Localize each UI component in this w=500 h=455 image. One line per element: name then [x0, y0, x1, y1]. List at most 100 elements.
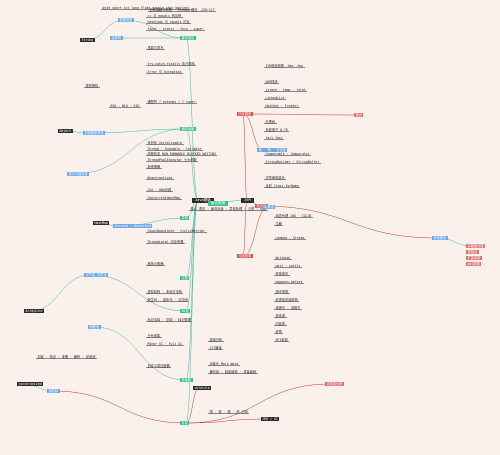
node-b8[interactable]: 锁机制 — [47, 389, 60, 393]
node-l42[interactable]: 动态代理 JDK · CGLIB — [274, 214, 313, 218]
node-l3[interactable]: == 与 equals 的区别 — [146, 14, 183, 18]
node-b1[interactable]: 数据类型 — [118, 18, 134, 22]
node-l59[interactable]: 偏向锁 · 轻量级锁 · 重量级锁 — [208, 370, 258, 374]
node-p5[interactable]: AQS原理 — [466, 262, 482, 266]
node-l60[interactable]: 强 · 软 · 弱 · 虚 引用 — [208, 410, 250, 414]
node-l38[interactable]: Comparable · Comparator — [264, 152, 312, 156]
node-l26[interactable]: 分代收集 — [146, 334, 162, 338]
node-c2[interactable]: 集合框架 — [208, 201, 229, 206]
node-l17[interactable]: ReentrantLock — [146, 176, 174, 180]
node-l39[interactable]: StringBuilder · StringBuffer — [264, 160, 321, 164]
node-p3[interactable]: 易错点 — [466, 250, 479, 254]
node-l53[interactable]: 内部类 — [274, 322, 287, 326]
node-r1[interactable]: 内存模型 — [237, 112, 253, 116]
node-l30[interactable]: JVM调优参数 -Xms -Xmx — [264, 64, 305, 68]
node-d5[interactable]: synchronized — [17, 382, 44, 386]
node-l57[interactable]: JIT编译 — [208, 346, 224, 350]
node-r3[interactable]: 类加载 — [255, 204, 268, 208]
node-d2[interactable]: Object — [58, 129, 73, 133]
node-l6[interactable]: 重载与重写 — [146, 46, 165, 50]
node-l23[interactable]: 虚拟机栈 · 本地方法栈 — [146, 290, 184, 294]
node-l50[interactable]: 双重检查锁单例 — [274, 298, 300, 302]
node-b11[interactable]: 双亲委派 — [432, 236, 448, 240]
node-d3[interactable]: HashMap — [93, 221, 110, 225]
node-p2[interactable]: 高频面试题 — [466, 244, 485, 248]
node-b5[interactable]: Checked / Unchecked — [113, 224, 153, 228]
node-l29[interactable]: 自定义类加载器 — [146, 364, 172, 368]
node-cap[interactable]: 核心 语法 · 面向对象 · 异常处理 · 泛型 · 反射 — [189, 207, 268, 211]
node-l37[interactable]: fail-fast — [264, 136, 285, 140]
node-l18[interactable]: CAS · ABA问题 — [146, 188, 173, 192]
node-l43[interactable]: 注解 — [274, 222, 284, 226]
node-l14[interactable]: 线程状态 NEW RUNNABLE BLOCKED WAITING — [146, 152, 218, 156]
node-b3[interactable]: 封装继承多态 — [83, 131, 106, 135]
node-l31[interactable]: OOM排查 — [264, 80, 280, 84]
node-l45[interactable]: Optional — [274, 256, 293, 260]
node-l28[interactable]: 加载 · 验证 · 准备 · 解析 · 初始化 — [36, 355, 98, 359]
node-l40[interactable]: 字符串常量池 — [264, 176, 287, 180]
node-l10[interactable]: 通配符 ? extends / ? super — [146, 100, 197, 104]
node-l32[interactable]: jstack · jmap · jstat — [264, 88, 308, 92]
node-l49[interactable]: 指令重排 — [274, 290, 290, 294]
node-p1[interactable]: 重点 — [354, 113, 364, 117]
node-d1[interactable]: String — [80, 38, 95, 42]
node-r2[interactable]: 垃圾回收 — [237, 254, 253, 258]
node-l5[interactable]: final · static · this · super — [146, 27, 205, 31]
node-g1[interactable]: 基本语法 — [180, 36, 196, 40]
node-l51[interactable]: 深拷贝 · 浅拷贝 — [274, 306, 302, 310]
node-l56[interactable]: 逃逸分析 — [208, 338, 224, 342]
node-g5[interactable]: IO流 — [180, 309, 191, 313]
node-b2[interactable]: 运算符 — [110, 36, 123, 40]
node-c1[interactable]: Java基础 — [192, 198, 214, 203]
node-d4[interactable]: ArrayList — [24, 309, 45, 313]
node-l55[interactable]: SPI机制 — [274, 338, 290, 342]
node-g2[interactable]: 面向对象 — [180, 127, 196, 131]
node-l33[interactable]: LinkedList — [264, 96, 287, 100]
node-l27[interactable]: Minor GC · Full GC — [146, 342, 184, 346]
node-l22[interactable]: 程序计数器 — [146, 262, 165, 266]
link-r2-b10 — [242, 206, 269, 257]
node-l1[interactable]: byte short int long float double char bo… — [101, 6, 191, 10]
node-d6[interactable]: volatile — [193, 386, 212, 390]
node-l12[interactable]: 序列化 Serializable — [146, 141, 184, 145]
node-l48[interactable]: happens-before — [274, 280, 304, 284]
node-l34[interactable]: HashSet · TreeSet — [264, 104, 300, 108]
node-l8[interactable]: Error 与 Exception — [146, 70, 183, 74]
node-l9[interactable]: 类型擦除 — [84, 84, 100, 88]
node-l47[interactable]: 死锁条件 — [274, 272, 290, 276]
node-g4[interactable]: 泛型 — [180, 276, 190, 280]
node-c3[interactable]: JVM — [241, 198, 254, 203]
node-l13[interactable]: Thread · Runnable · Callable — [146, 147, 203, 151]
node-d7[interactable]: CMS / G1 — [261, 417, 280, 421]
node-g7[interactable]: 并发 — [180, 421, 190, 425]
node-l41[interactable]: 反射 Class.forName — [264, 184, 301, 188]
node-b9[interactable]: 堆 · 栈 · 方法区 — [257, 148, 288, 152]
node-g3[interactable]: 异常 — [180, 216, 190, 220]
node-b4[interactable]: 接口与抽象类 — [67, 172, 90, 176]
node-l4[interactable]: hashCode 与 equals 约定 — [146, 20, 192, 24]
node-l7[interactable]: try-catch-finally 执行顺序 — [146, 62, 197, 66]
node-p6[interactable]: 可达性分析 — [325, 382, 344, 386]
node-l44[interactable]: Lambda · Stream — [274, 236, 306, 240]
node-l24[interactable]: 新生代 · 老年代 · 元空间 — [146, 298, 190, 302]
node-l36[interactable]: 负载因子 0.75 — [264, 128, 290, 132]
node-l58[interactable]: 对象头 Mark Word — [208, 362, 240, 366]
node-l19[interactable]: ConcurrentHashMap — [146, 196, 182, 200]
node-l11[interactable]: BIO · NIO · AIO — [109, 104, 141, 108]
node-l46[interactable]: wait · notify — [274, 264, 302, 268]
node-l15[interactable]: ThreadPoolExecutor 七大参数 — [146, 158, 199, 162]
node-p4[interactable]: 扩容机制 — [466, 256, 482, 260]
node-l16[interactable]: 拒绝策略 — [146, 165, 162, 169]
node-l54[interactable]: 枚举 — [274, 330, 284, 334]
node-l20[interactable]: CountDownLatch · CyclicBarrier — [146, 229, 207, 233]
node-l2[interactable]: 自动装箱与拆箱 · Integer缓存 -128~127 — [148, 8, 217, 12]
node-b7[interactable]: 线程池 — [88, 325, 101, 329]
node-b6[interactable]: 字节流 字符流 — [84, 273, 109, 277]
link-b6-d4 — [29, 274, 91, 312]
node-l35[interactable]: 红黑树 — [264, 120, 277, 124]
node-l25[interactable]: 标记清除 · 复制 · 标记整理 — [146, 318, 193, 322]
node-l21[interactable]: ThreadLocal 内存泄漏 — [146, 240, 185, 244]
node-l52[interactable]: 值传递 — [274, 314, 287, 318]
node-g6[interactable]: 多线程 — [180, 378, 193, 382]
node-b10[interactable]: GC算法 — [262, 205, 276, 209]
